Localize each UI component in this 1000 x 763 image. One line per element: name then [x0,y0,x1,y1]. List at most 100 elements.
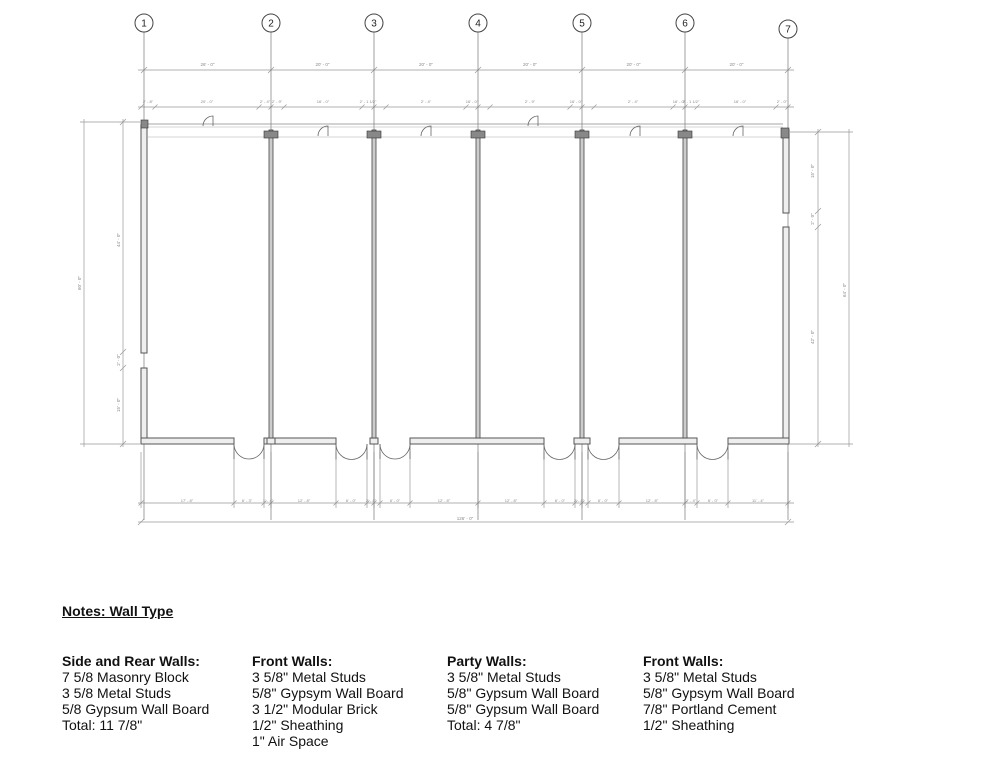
notes-title: Notes: Wall Type [62,603,174,619]
notes-line: 5/8" Gypsum Wall Board [447,685,600,701]
grid-bubble-label: 4 [475,19,481,30]
dimension-tick [487,104,493,110]
dimension-tick [694,104,700,110]
grid-bubble-label: 7 [785,25,791,36]
dimension-label: 20' - 0" [316,62,330,67]
dimension-label: 1' - 4" [263,498,274,503]
dimension-label: 16' - 0" [570,99,583,104]
dimension-tick [670,104,676,110]
rear-wall-segment [727,437,790,445]
dimension-tick [814,223,822,231]
dimension-label: 2' - 4" [628,99,639,104]
side-wall-right-lower [782,226,790,445]
dimension-label: 12' - 8" [505,498,518,503]
grid-bubble-1 [134,13,154,33]
rear-wall-segment [140,437,235,445]
dimension-tick [119,364,127,372]
notes-line: 3 5/8" Metal Studs [252,669,366,685]
dimension-label: 6' - 0" [555,498,566,503]
dimension-label: 16' - 0" [734,99,747,104]
dimension-label: 2' - 4" [421,99,432,104]
dimension-label: 60' - 0" [77,276,82,290]
notes-line: 1" Air Space [252,733,329,749]
dimension-label: 44' - 0" [116,233,121,247]
notes-column-side-rear: Side and Rear Walls: 7 5/8 Masonry Block… [62,653,209,733]
dimension-tick [463,104,469,110]
dimension-label: 2' - 4" [260,99,271,104]
rear-door-swing [335,443,368,460]
dimension-label: 20' - 0" [523,62,537,67]
party-wall-4 [475,129,481,439]
dimension-tick [814,207,822,215]
dimension-label: 11' - 4" [752,498,765,503]
dimension-tick [152,104,158,110]
notes-line: 1/2" Sheathing [252,717,344,733]
side-wall-right-upper [782,129,790,214]
side-wall-left-upper [140,124,148,354]
dimension-tick [281,104,287,110]
dimension-tick [567,104,573,110]
notes-line: 1/2" Sheathing [643,717,735,733]
party-wall-2 [268,129,274,439]
rear-wall-stub [369,437,379,445]
front-column [470,130,486,139]
party-wall-6 [682,129,688,439]
rear-wall-segment [618,437,698,445]
dimension-label: 20' - 0" [627,62,641,67]
dimension-label: 16' - 0" [317,99,330,104]
front-door-swing [527,115,539,127]
dimension-label: 2' - 0" [777,99,788,104]
grid-bubble-4 [468,13,488,33]
notes-line: 5/8" Gypsum Wall Board [447,701,600,717]
party-wall-5 [579,129,585,439]
dimension-tick [383,104,389,110]
side-wall-left-lower [140,367,148,445]
dimension-tick [119,118,127,126]
notes-heading: Party Walls: [447,653,527,669]
notes-line: 5/8" Gypsym Wall Board [643,685,795,701]
notes-heading: Front Walls: [643,653,724,669]
dimension-label: 26' - 0" [201,62,215,67]
grid-bubble-label: 6 [682,19,688,30]
grid-bubble-2 [261,13,281,33]
front-door-swing [317,125,329,137]
dimension-tick [773,104,779,110]
corner-column [140,119,149,129]
notes-line: 3 5/8 Metal Studs [62,685,171,701]
front-column [574,130,590,139]
dimension-label: 2' - 8" [143,99,154,104]
grid-bubble-label: 5 [579,19,585,30]
notes-line: 3 1/2" Modular Brick [252,701,378,717]
dimension-label: 6' - 0" [708,498,719,503]
dimension-label: 17' - 8" [181,498,194,503]
notes-line: 3 5/8" Metal Studs [447,669,561,685]
dimension-tick [359,104,365,110]
dimension-label: 6' - 0" [598,498,609,503]
dimension-label: 12' - 8" [646,498,659,503]
dimension-label: 42' - 0" [810,330,815,344]
dimension-label: 2' - 0" [116,354,121,366]
rear-door-swing [379,443,411,460]
party-wall-3 [371,129,377,439]
dimension-label: 2' - 9" [272,99,283,104]
notes-line: 5/8 Gypsum Wall Board [62,701,210,717]
rear-door-swing [233,443,265,460]
dimension-tick [119,440,127,448]
dimension-label: 16' - 0" [466,99,479,104]
front-column [263,130,279,139]
dimension-label: 2' - 1 1/2" [683,99,700,104]
corner-column [780,127,790,139]
front-column [366,130,382,139]
dimension-tick [138,104,144,110]
rear-wall-stub [266,437,276,445]
front-door-swing [732,125,744,137]
front-column [677,130,693,139]
dimension-label: 6' - 0" [346,498,357,503]
dimension-tick [591,104,597,110]
rear-door-swing [696,443,729,460]
rear-door-swing [587,443,620,460]
notes-line: 7 5/8 Masonry Block [62,669,189,685]
dimension-label: 20' - 0" [419,62,433,67]
notes-line: Total: 4 7/8" [447,717,521,733]
dimension-tick [256,104,262,110]
